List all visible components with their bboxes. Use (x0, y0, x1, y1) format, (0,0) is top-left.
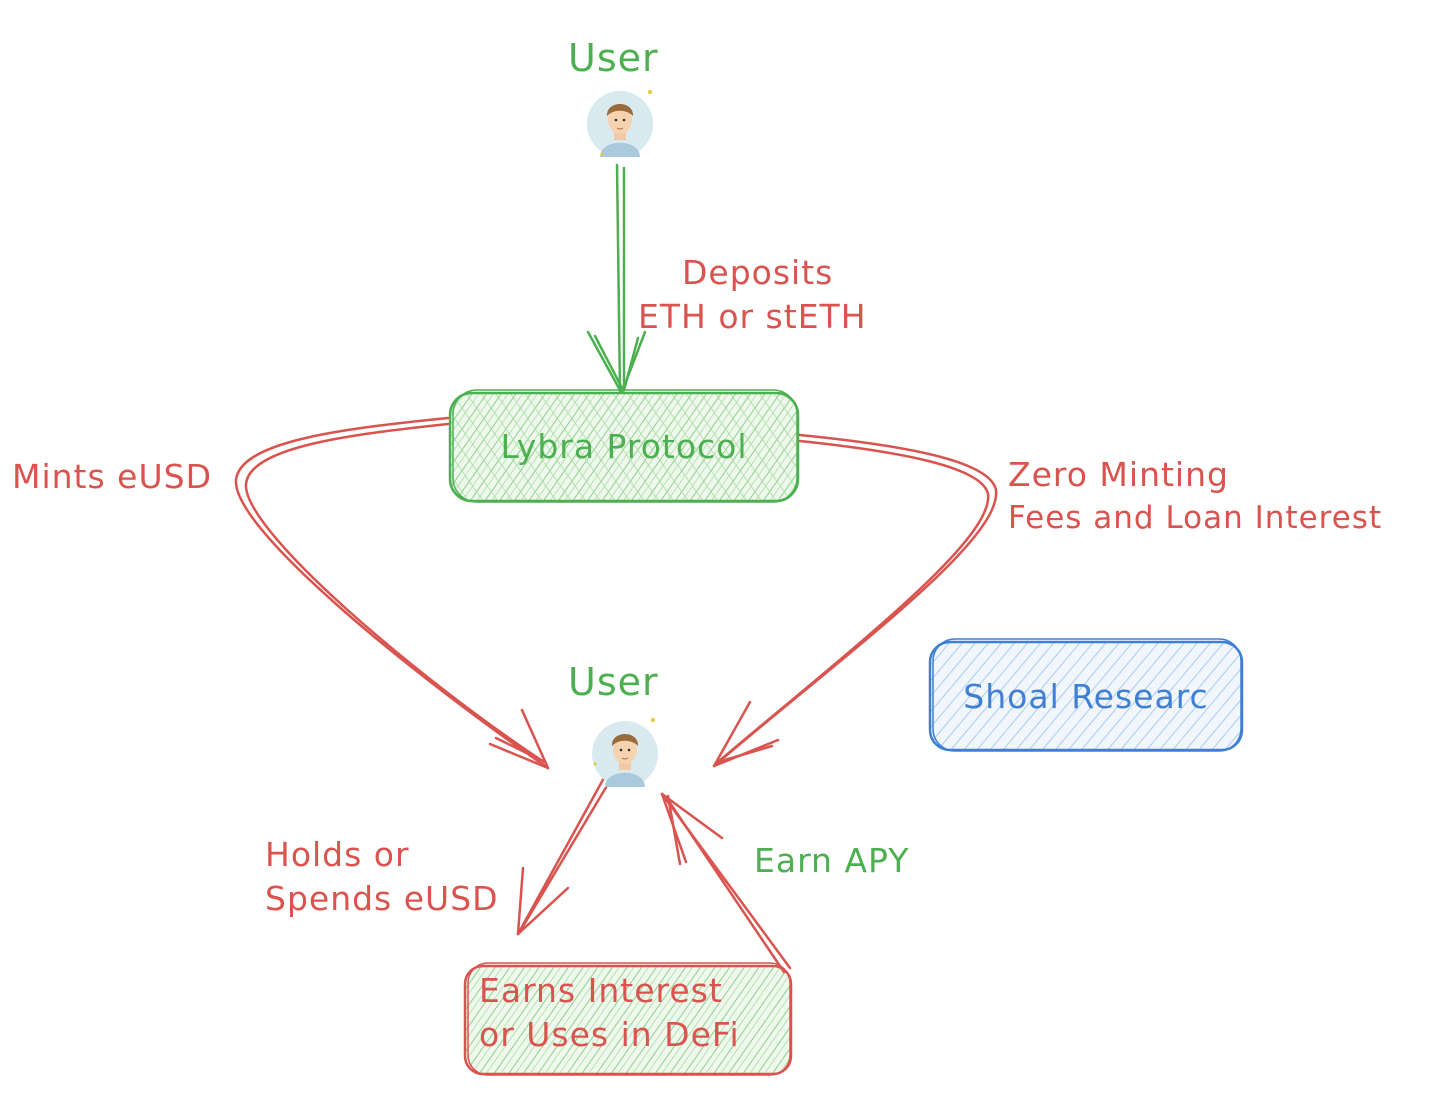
lybra-protocol-label: Lybra Protocol (500, 427, 748, 466)
earns-interest-line2: or Uses in DeFi (479, 1015, 740, 1054)
user-mid-label: User (568, 660, 659, 704)
shoal-research-box (928, 638, 1244, 752)
deposits-label-line1: Deposits (682, 253, 834, 292)
earn-apy-label: Earn APY (754, 841, 910, 880)
holds-arrow (516, 774, 613, 936)
earn-apy-arrow (660, 792, 792, 974)
holds-label-line2: Spends eUSD (265, 879, 499, 918)
zero-minting-label-line2: Fees and Loan Interest (1008, 500, 1383, 536)
earns-interest-line1: Earns Interest (479, 971, 723, 1010)
earns-interest-box (463, 962, 793, 1076)
user-top-label: User (568, 36, 659, 80)
user-avatar-icon (592, 717, 658, 787)
shoal-research-label: Shoal Researc (963, 677, 1209, 716)
zero-minting-arrow (712, 433, 998, 768)
user-avatar-icon (587, 89, 653, 157)
lybra-protocol-box (448, 389, 800, 503)
mints-label: Mints eUSD (12, 457, 212, 496)
deposits-arrow (586, 163, 647, 394)
mints-arrow (234, 416, 550, 770)
zero-minting-label-line1: Zero Minting (1008, 455, 1229, 494)
deposits-label-line2: ETH or stETH (638, 297, 867, 336)
holds-label-line1: Holds or (265, 835, 410, 874)
